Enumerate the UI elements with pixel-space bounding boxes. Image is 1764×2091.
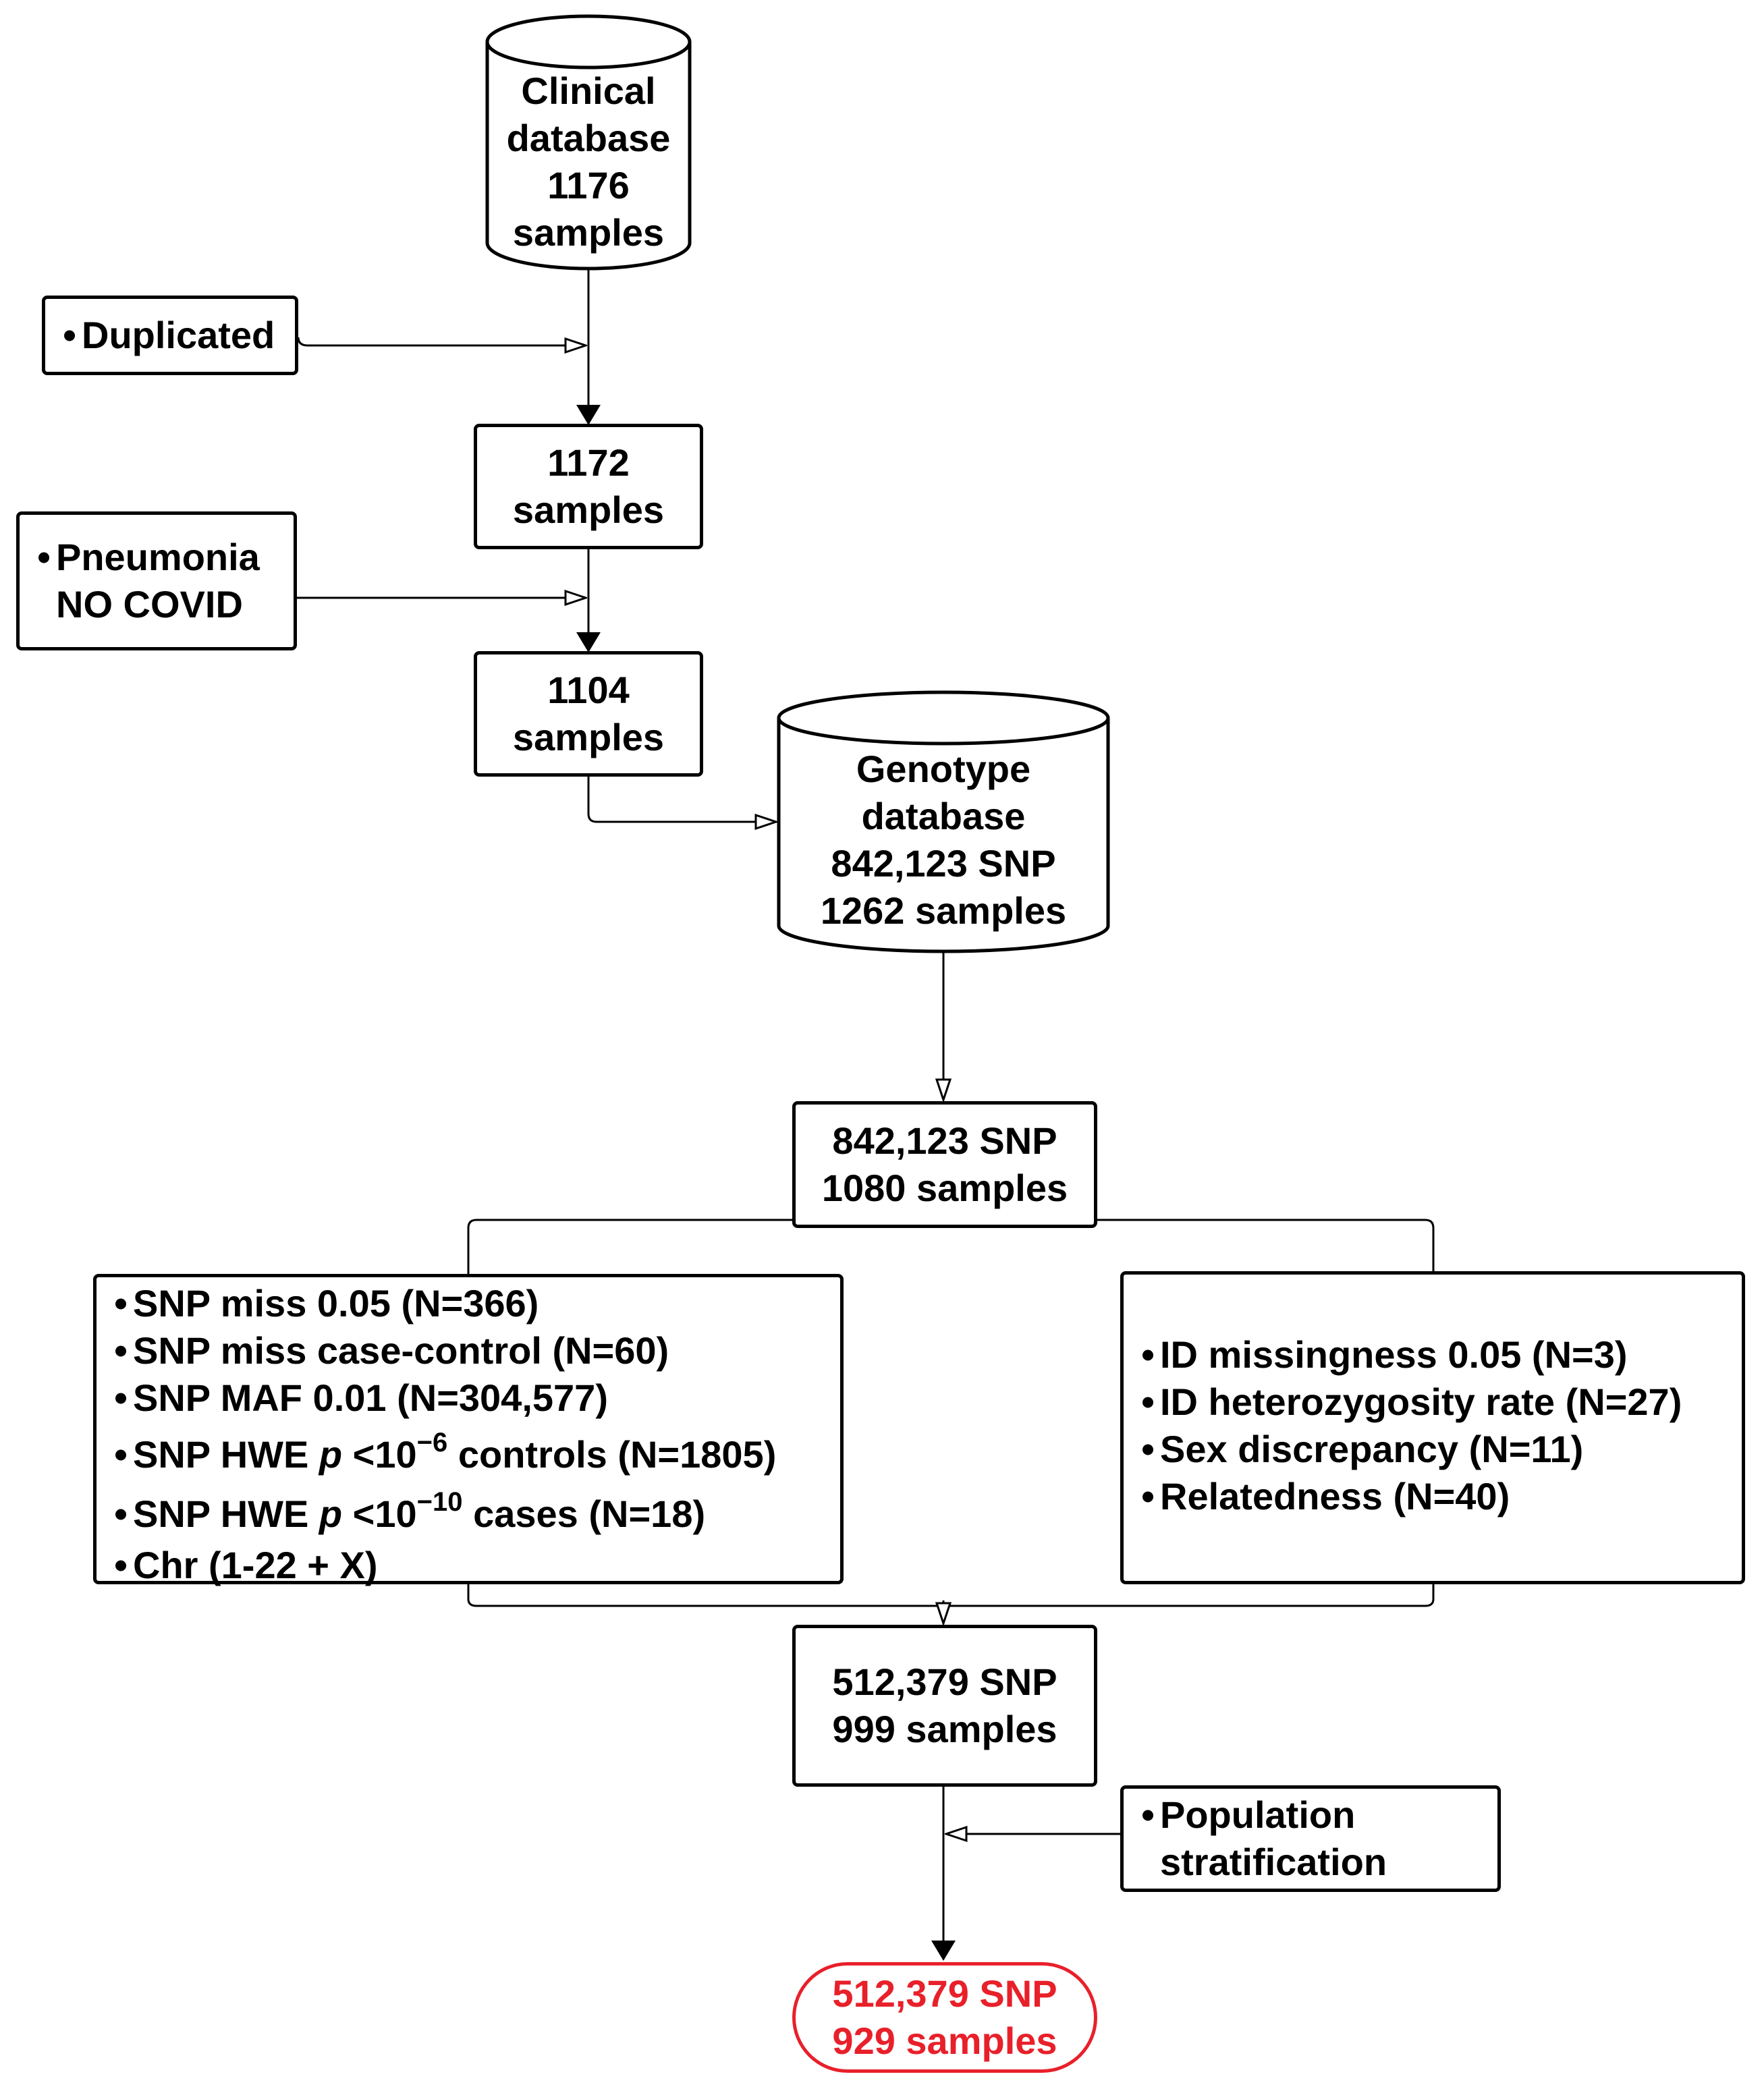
merged-line-1: 842,123 SNP (832, 1119, 1057, 1162)
bullet-icon: • (1141, 1475, 1155, 1517)
sample-qc-item-3: Sex discrepancy (N=11) (1160, 1428, 1584, 1470)
final-line-2: 929 samples (832, 2019, 1057, 2062)
exclusion-pneumonia-line-2: NO COVID (56, 583, 243, 625)
bullet-icon: • (1141, 1793, 1155, 1836)
exclusion-pneumonia: • Pneumonia NO COVID (16, 511, 297, 650)
final-line-1: 512,379 SNP (832, 1972, 1057, 2015)
popstrat-line-2: stratification (1160, 1841, 1387, 1883)
genotype-db-line-2: database (861, 795, 1026, 837)
bullet-icon: • (114, 1433, 128, 1476)
step-1172-line-2: samples (512, 489, 665, 531)
edge-merged-to-snp-qc (467, 1219, 794, 1274)
after-qc-line-1: 512,379 SNP (832, 1661, 1057, 1703)
step-1104-line-1: 1104 (547, 669, 630, 711)
clinical-db-line-1: Clinical (521, 69, 656, 112)
after-qc-line-2: 999 samples (832, 1708, 1057, 1750)
snp-qc-item-1: SNP miss 0.05 (N=366) (133, 1282, 539, 1325)
bullet-icon: • (63, 314, 76, 356)
step-1104-samples: 1104 samples (474, 651, 703, 777)
edge-1104-to-genotype (587, 777, 776, 822)
sample-qc-filters: • ID missingness 0.05 (N=3) • ID heteroz… (1120, 1271, 1745, 1584)
snp-qc-hwe-controls: SNP HWE p <10−6 controls (N=1805) (133, 1428, 777, 1476)
snp-qc-filters: • SNP miss 0.05 (N=366) • SNP miss case-… (93, 1274, 844, 1586)
sample-qc-item-2: ID heterozygosity rate (N=27) (1160, 1381, 1682, 1423)
snp-qc-item-3: SNP MAF 0.01 (N=304,577) (133, 1376, 608, 1419)
step-1172-samples: 1172 samples (474, 424, 703, 549)
edge-sample-qc-merge (943, 1584, 1435, 1607)
clinical-db-line-3: 1176 (547, 164, 630, 206)
bullet-icon: • (1141, 1381, 1155, 1423)
bullet-icon: • (114, 1544, 128, 1586)
exclusion-pneumonia-line-1: Pneumonia (56, 536, 260, 578)
edge-snp-qc-merge (467, 1584, 943, 1607)
bullet-icon: • (114, 1376, 128, 1419)
step-1172-line-1: 1172 (547, 441, 630, 484)
bullet-icon: • (114, 1329, 128, 1372)
merged-line-2: 1080 samples (821, 1167, 1068, 1209)
exclusion-duplicated: • Duplicated (42, 296, 298, 375)
sample-qc-item-4: Relatedness (N=40) (1160, 1475, 1510, 1517)
clinical-database-cylinder (485, 14, 692, 271)
bullet-icon: • (37, 536, 51, 578)
clinical-database: Clinical database 1176 samples (487, 67, 690, 256)
clinical-db-line-4: samples (512, 211, 665, 254)
snp-qc-item-2: SNP miss case-control (N=60) (133, 1329, 669, 1372)
clinical-db-line-2: database (506, 117, 671, 159)
edge-merged-to-sample-qc (1097, 1219, 1435, 1271)
sample-qc-item-1: ID missingness 0.05 (N=3) (1160, 1333, 1628, 1376)
step-1104-line-2: samples (512, 716, 665, 758)
genotype-database-cylinder (777, 690, 1110, 953)
step-merged-dataset: 842,123 SNP 1080 samples (792, 1101, 1097, 1228)
final-dataset: 512,379 SNP 929 samples (792, 1962, 1097, 2073)
genotype-db-line-1: Genotype (856, 748, 1031, 790)
snp-qc-chr: Chr (1-22 + X) (133, 1544, 378, 1586)
exclusion-population-stratification: • Population stratification (1120, 1785, 1501, 1892)
bullet-icon: • (1141, 1428, 1155, 1470)
exclusion-duplicated-label: Duplicated (82, 314, 275, 356)
edge-duplicated-exclusion (297, 337, 586, 345)
popstrat-line-1: Population (1160, 1793, 1356, 1836)
snp-qc-hwe-cases: SNP HWE p <10−10 cases (N=18) (133, 1487, 706, 1535)
genotype-db-line-3: 842,123 SNP (831, 842, 1056, 885)
bullet-icon: • (1141, 1333, 1155, 1376)
bullet-icon: • (114, 1493, 128, 1535)
genotype-database: Genotype database 842,123 SNP 1262 sampl… (779, 745, 1108, 935)
bullet-icon: • (114, 1282, 128, 1325)
genotype-db-line-4: 1262 samples (820, 889, 1067, 932)
step-after-qc: 512,379 SNP 999 samples (792, 1625, 1097, 1787)
